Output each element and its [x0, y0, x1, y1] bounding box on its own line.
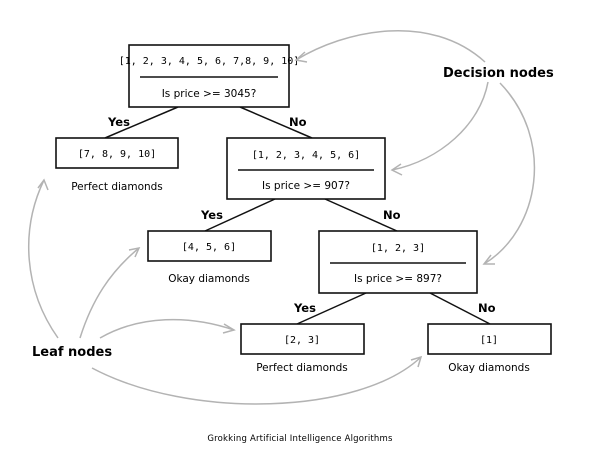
edge-label-no: No: [289, 115, 307, 129]
node-set: [1, 2, 3, 4, 5, 6]: [252, 150, 360, 161]
decision-pointer-arrows: [294, 29, 536, 265]
node-set: [4, 5, 6]: [182, 242, 236, 253]
node-set: [7, 8, 9, 10]: [78, 149, 156, 160]
edge-label-yes: Yes: [293, 301, 316, 315]
node-set: [1, 2, 3]: [371, 243, 425, 254]
decision-node-3: [1, 2, 3] Is price >= 897?: [318, 230, 478, 294]
leaf-pointer-arrows: [27, 178, 423, 405]
edge-label-yes: Yes: [107, 115, 130, 129]
edge-label-yes: Yes: [200, 208, 223, 222]
decision-node-2: [1, 2, 3, 4, 5, 6] Is price >= 907?: [226, 137, 386, 200]
leaf-node-4: [1] Okay diamonds: [427, 323, 552, 374]
node-question: Is price >= 907?: [262, 180, 350, 192]
edge-node2-yes: [204, 198, 276, 232]
leaf-label: Perfect diamonds: [71, 181, 163, 193]
edge-node3-no: [429, 292, 491, 325]
leaf-node-2: [4, 5, 6] Okay diamonds: [147, 230, 272, 285]
edge-root-yes: [104, 106, 179, 139]
edge-label-no: No: [383, 208, 401, 222]
node-question: Is price >= 3045?: [162, 88, 257, 100]
node-set: [1, 2, 3, 4, 5, 6, 7,8, 9, 10]: [119, 56, 300, 67]
node-question: Is price >= 897?: [354, 273, 442, 285]
footer-caption: Grokking Artificial Intelligence Algorit…: [207, 434, 393, 444]
edge-node2-no: [324, 198, 398, 232]
legend-decision-nodes: Decision nodes: [443, 66, 554, 81]
leaf-label: Okay diamonds: [448, 362, 530, 374]
decision-node-root: [1, 2, 3, 4, 5, 6, 7,8, 9, 10] Is price …: [119, 44, 300, 108]
node-set: [2, 3]: [284, 335, 320, 346]
edge-node3-yes: [296, 292, 367, 325]
edge-label-no: No: [478, 301, 496, 315]
leaf-label: Perfect diamonds: [256, 362, 348, 374]
leaf-node-3: [2, 3] Perfect diamonds: [240, 323, 365, 374]
leaf-node-1: [7, 8, 9, 10] Perfect diamonds: [55, 137, 179, 193]
legend-leaf-nodes: Leaf nodes: [32, 345, 112, 360]
node-set: [1]: [480, 335, 498, 346]
edge-root-no: [239, 106, 313, 139]
leaf-label: Okay diamonds: [168, 273, 250, 285]
